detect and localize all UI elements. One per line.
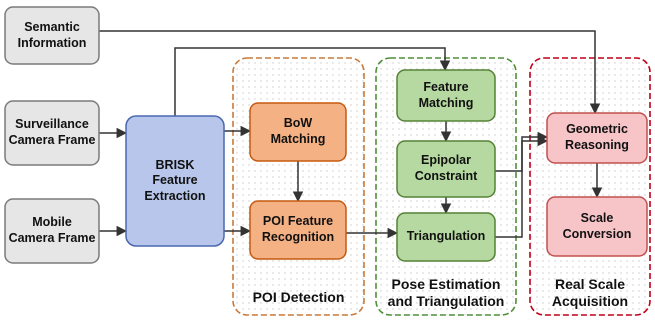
semantic-information-label: Semantic Information (17, 19, 87, 50)
mobile-frame-box (4, 198, 100, 264)
epipolar-box (396, 140, 496, 198)
real-scale-title: Real Scale Acquisition (551, 275, 629, 310)
semantic-information-box (4, 6, 100, 65)
surveillance-frame-box (4, 100, 100, 166)
arrow-triangulation-to-geometric (494, 135, 549, 238)
surveillance-frame-label: Surveillance Camera Frame (8, 117, 96, 147)
poi-recognition-label: POI Feature Recognition (261, 214, 335, 244)
bow-matching-label: BoW Matching (270, 116, 326, 146)
poi-detection-title: POI Detection (252, 289, 345, 306)
feature-matching-label: Feature Matching (418, 79, 474, 110)
geometric-reasoning-label: Geometric Reasoning (565, 122, 629, 152)
brisk-box (125, 115, 225, 247)
mobile-frame-label: Mobile Camera Frame (8, 215, 96, 245)
bow-matching-box (249, 102, 347, 162)
connectors (99, 30, 603, 239)
epipolar-label: Epipolar Constraint (414, 153, 478, 183)
feature-matching-box (396, 69, 496, 122)
arrow-semantic-to-geometric (99, 30, 601, 115)
poi-recognition-box (249, 200, 347, 260)
brisk-label: BRISK Feature Extraction (144, 157, 206, 203)
scale-conversion-box (546, 196, 648, 257)
triangulation-label: Triangulation (406, 229, 486, 244)
geometric-reasoning-box (546, 112, 648, 164)
triangulation-box (396, 212, 496, 262)
arrow-brisk-to-feature-matching (174, 47, 451, 116)
scale-conversion-label: Scale Conversion (562, 210, 632, 241)
pose-estimation-title: Pose Estimation and Triangulation (387, 275, 505, 310)
